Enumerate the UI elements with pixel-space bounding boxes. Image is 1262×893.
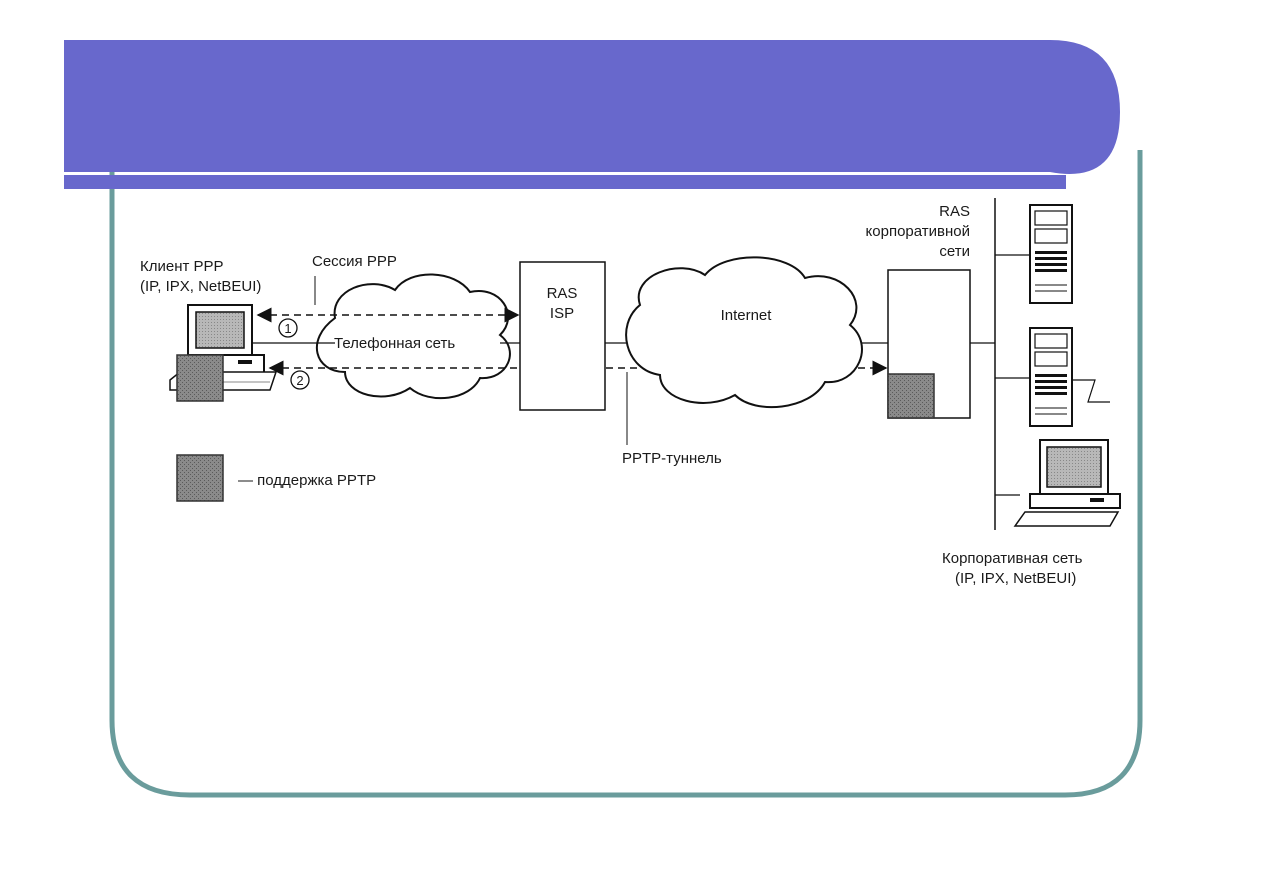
phone-network-label: Телефонная сеть xyxy=(334,335,455,352)
corp-drop-lines xyxy=(995,254,1030,496)
tunnel-label: PPTP-туннель xyxy=(622,450,722,467)
internet-cloud xyxy=(625,256,863,408)
legend-text: — поддержка PPTP xyxy=(238,472,376,489)
server-icon xyxy=(1029,327,1073,427)
ras-corp-line3: сети xyxy=(939,243,970,260)
corp-network-protocols: (IP, IPX, NetBEUI) xyxy=(955,570,1076,587)
slide-frame xyxy=(109,150,1143,798)
corp-network-title: Корпоративная сеть xyxy=(942,550,1083,567)
header-underline xyxy=(64,175,1066,189)
ras-isp-line2: ISP xyxy=(550,305,574,322)
marker-2-circle xyxy=(290,370,310,390)
legend-pptp-support-box xyxy=(176,454,224,502)
network-cable-icon xyxy=(1072,379,1110,403)
session-label: Сессия PPP xyxy=(312,253,397,270)
server-icon xyxy=(1029,204,1073,304)
ras-isp-line1: RAS xyxy=(547,285,578,302)
corp-pc-icon xyxy=(1013,439,1121,527)
ras-corp-line1: RAS xyxy=(939,203,970,220)
ras-isp-box xyxy=(519,261,606,411)
ras-corp-pptp-support-box xyxy=(887,373,935,419)
ras-corp-line2: корпоративной xyxy=(866,223,970,240)
client-pptp-support-box xyxy=(176,354,224,402)
client-title: Клиент PPP xyxy=(140,258,224,275)
marker-2: 2 xyxy=(296,373,303,388)
header-band xyxy=(64,40,1120,174)
internet-label: Internet xyxy=(721,307,773,324)
marker-1: 1 xyxy=(284,321,291,336)
client-protocols: (IP, IPX, NetBEUI) xyxy=(140,278,261,295)
marker-1-circle xyxy=(278,318,298,338)
